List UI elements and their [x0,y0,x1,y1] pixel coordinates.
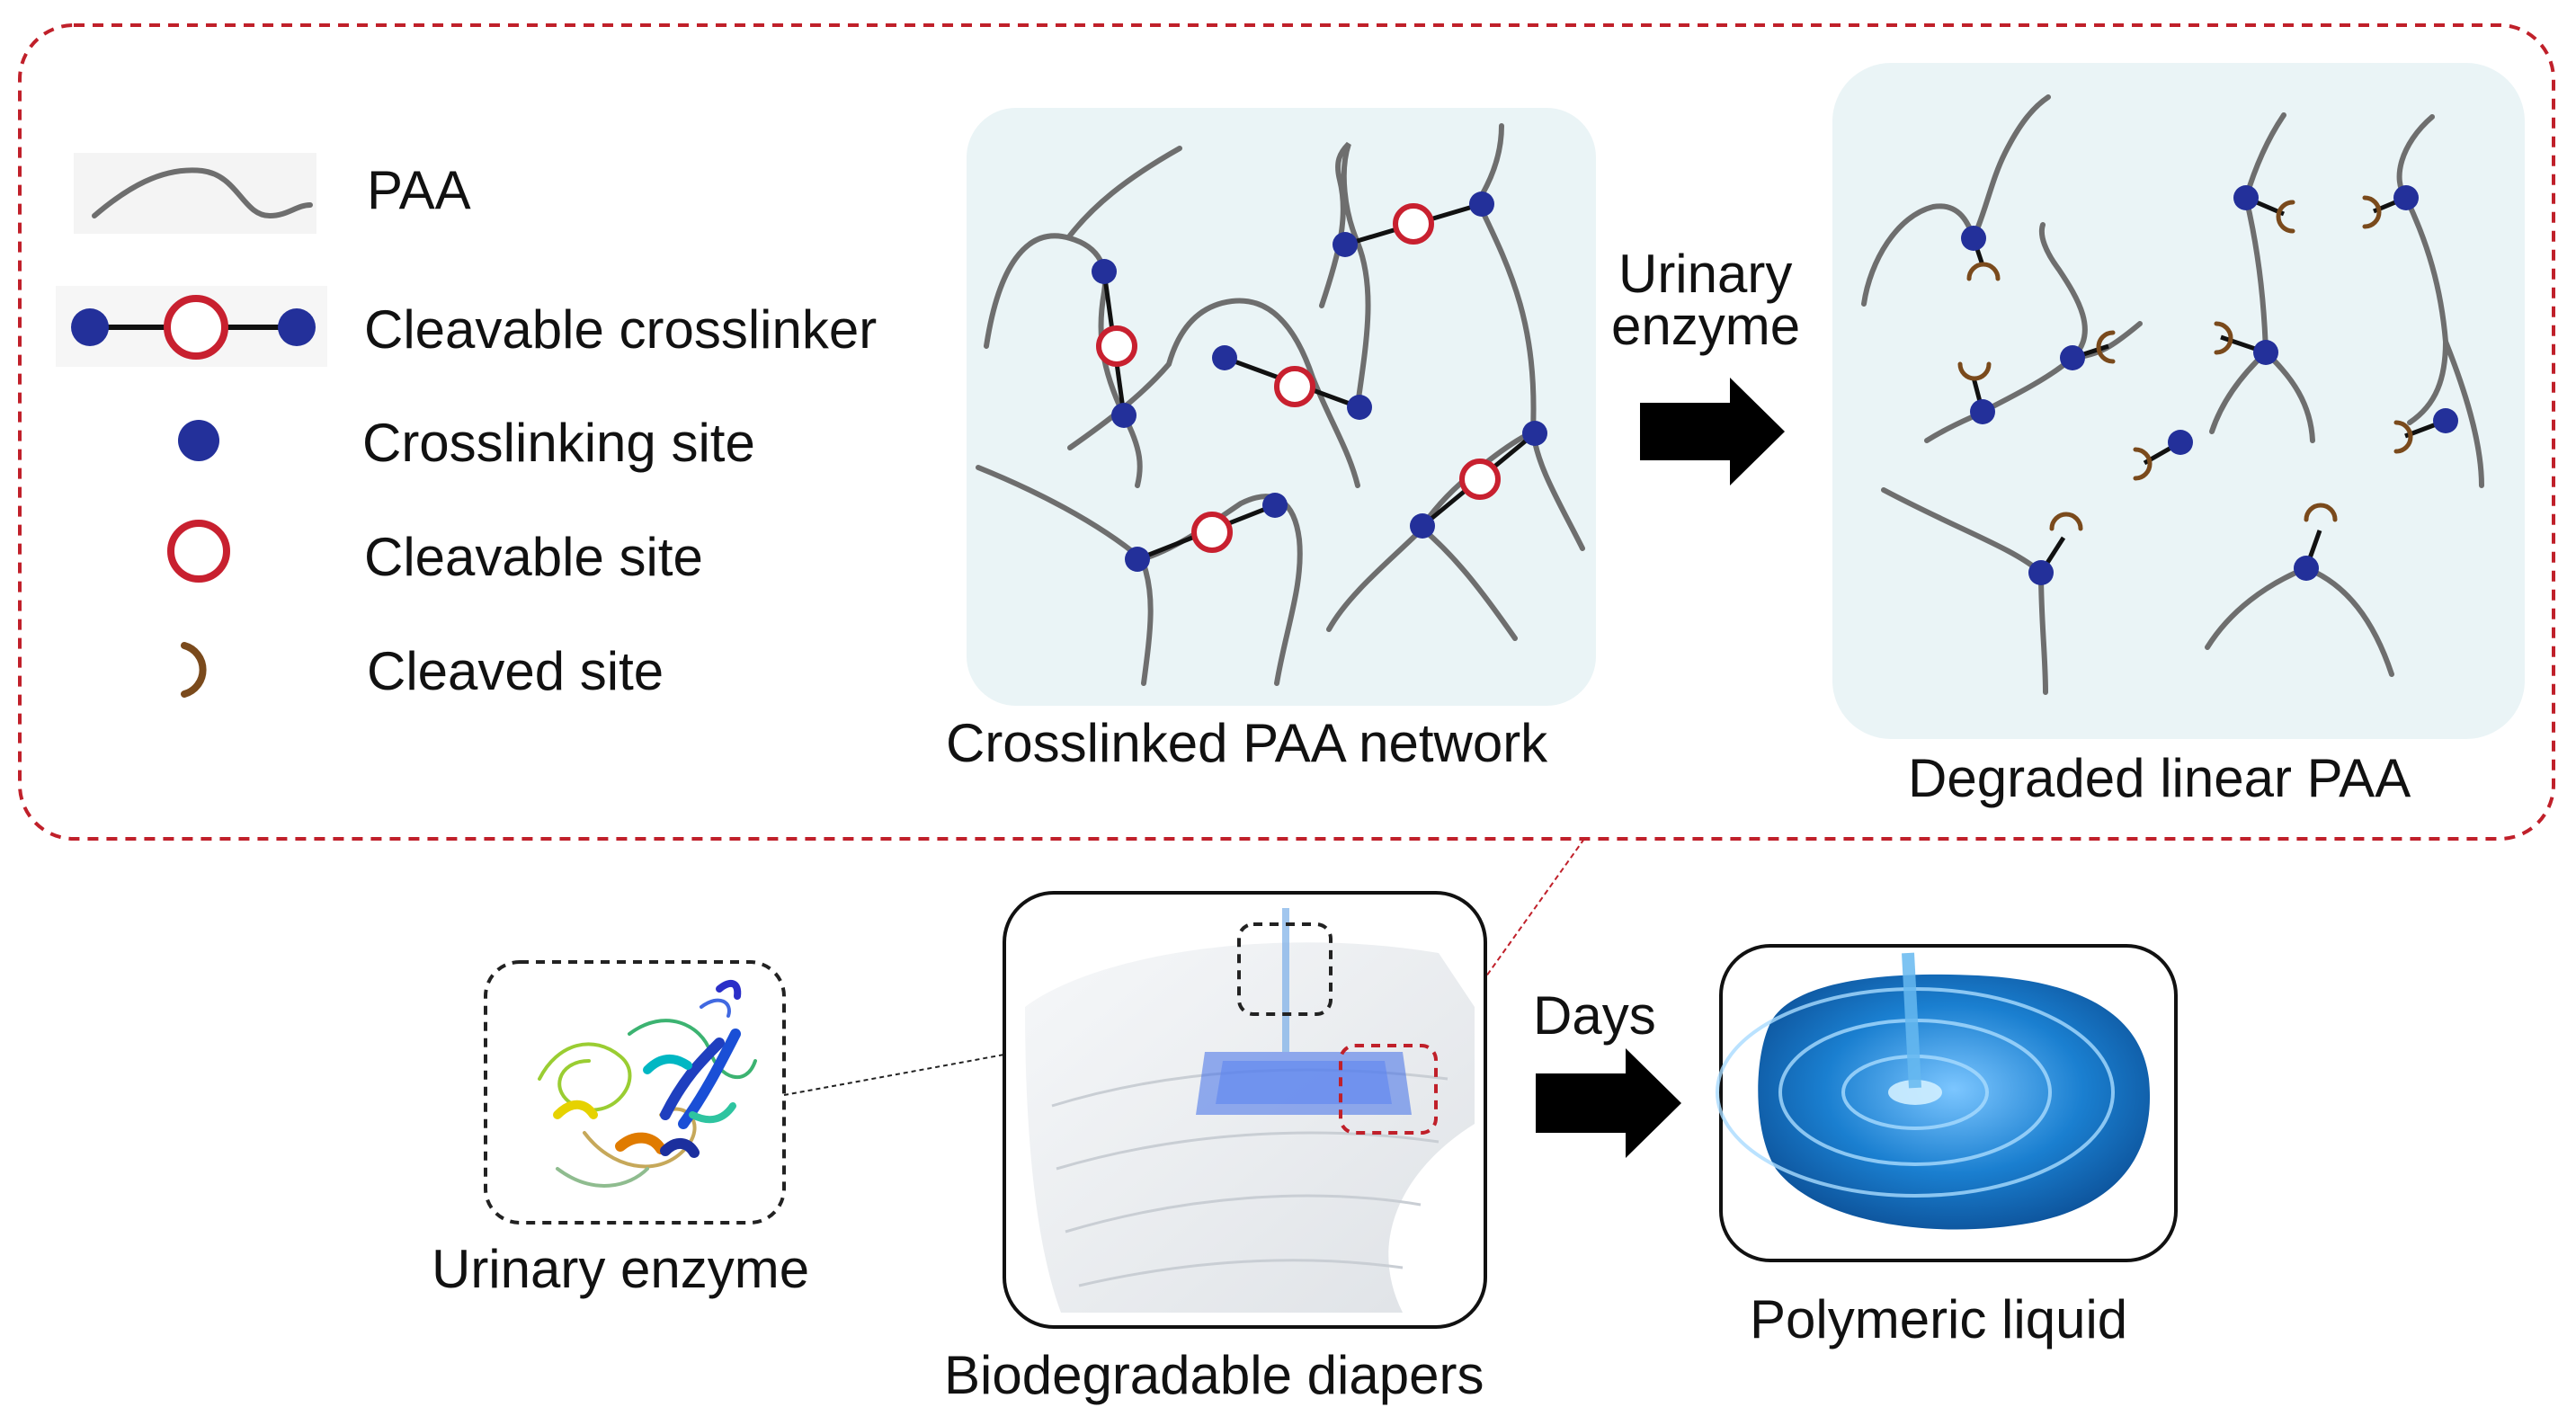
liquid-illustration [1716,952,2151,1230]
degraded-crosslinking-sites [1961,185,2458,585]
liquid-box [1716,944,2178,1262]
network-crosslinking-sites [1092,191,1547,572]
arrow-label-enzyme: enzyme [1611,296,1800,356]
degraded-caption: Degraded linear PAA [1908,748,2411,808]
network-cleavable-sites [1096,203,1501,553]
legend-crosslinker-symbol [56,286,327,367]
top-dashed-frame [18,23,2555,841]
enzyme-to-diaper-connector [783,1011,1240,1096]
legend: PAA Cleavable crosslinker Crosslinking s… [56,153,877,701]
enzyme-caption: Urinary enzyme [432,1239,809,1299]
days-arrow-icon [1536,1048,1681,1158]
arrow-label-urinary: Urinary [1618,244,1792,304]
legend-crosslinking-site-dot [178,420,219,461]
crosslinked-network-panel [967,108,1596,706]
legend-paa-label: PAA [367,160,471,220]
degraded-cleaved-sites [1957,195,2413,531]
legend-cleaved-site-label: Cleaved site [367,641,664,701]
enzyme-arrow-icon [1640,378,1785,485]
legend-cleaved-site-arc [181,642,207,698]
days-label: Days [1533,985,1656,1046]
network-caption: Crosslinked PAA network [946,713,1548,773]
liquid-caption: Polymeric liquid [1750,1289,2127,1349]
degraded-panel [1832,63,2525,739]
legend-crosslinker-label: Cleavable crosslinker [364,299,877,360]
legend-crosslinking-site-label: Crosslinking site [362,413,755,473]
legend-paa-symbol [74,153,316,234]
diaper-caption: Biodegradable diapers [944,1345,1484,1405]
legend-cleavable-site-ring [167,520,230,583]
enzyme-box [484,960,786,1225]
diaper-box [1003,891,1487,1329]
legend-cleavable-site-label: Cleavable site [364,527,703,587]
protein-structure-icon [538,979,757,1188]
diaper-illustration [1025,908,1475,1313]
